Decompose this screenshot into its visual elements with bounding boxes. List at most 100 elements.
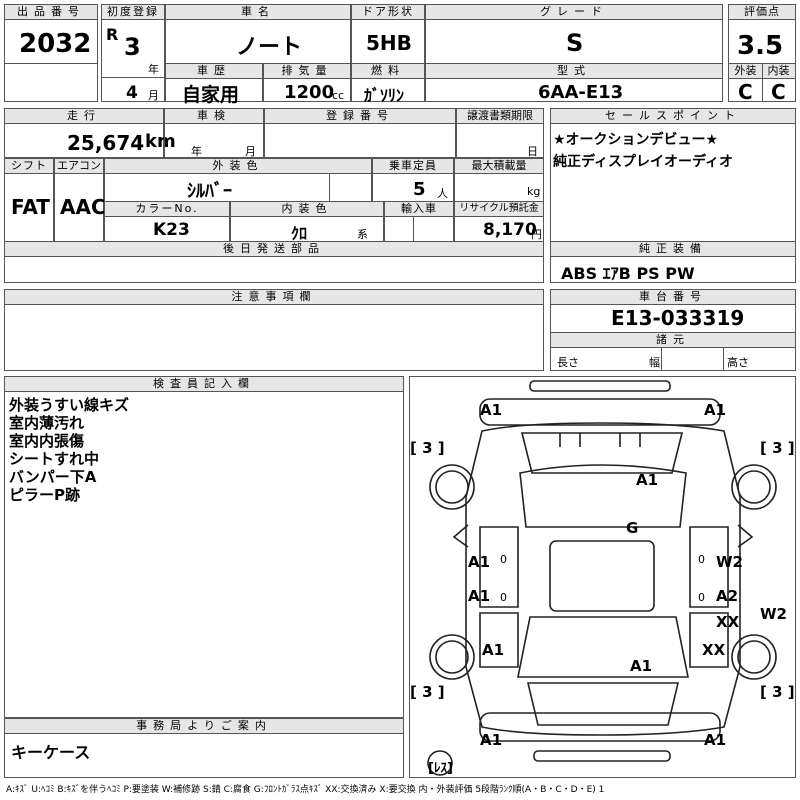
spare-tire-label: [ﾚｽ]: [428, 761, 453, 776]
displacement-label: 排気量: [264, 64, 350, 79]
month-unit: 月: [148, 89, 159, 102]
history-value: 自家用: [182, 84, 240, 106]
insp-month-unit: 月: [245, 145, 256, 158]
mark-rear-bumper-left: A1: [480, 731, 503, 749]
fuel-value: ｶﾞｿﾘﾝ: [364, 86, 405, 105]
chassis-number: E13-033319: [611, 306, 745, 330]
selling-line-1: ★オークションデビュー★: [553, 132, 719, 148]
recycle-label: リサイクル預託金: [455, 202, 543, 217]
int-color-label: 内装色: [231, 202, 383, 217]
score-value: 3.5: [737, 31, 784, 61]
later-parts-cell: 後日発送部品: [4, 241, 544, 283]
color-no-cell: カラーNo. K23: [104, 201, 230, 242]
history-cell: 車歴 自家用: [165, 63, 263, 106]
mark-windshield: G: [626, 519, 639, 537]
fuel-label: 燃料: [352, 64, 424, 79]
mileage-cell: 走行 25,674 km: [4, 108, 176, 158]
grade-cell: グレード S: [425, 4, 723, 64]
reg-month: 4: [126, 83, 138, 103]
door-label: ドア形状: [352, 5, 424, 20]
inspection-cell: 車検 年 月: [164, 108, 264, 158]
mark-right-pillar: W2: [760, 605, 787, 623]
car-diagram: [ 3 ] [ 3 ] [ 3 ] [ 3 ] A1 A1 A1 G A1 W2…: [409, 376, 796, 778]
int-color-value: ｸﾛ: [291, 224, 308, 243]
office-info-cell: 事務局よりご案内 キーケース: [4, 718, 404, 778]
spec-label: 諸元: [551, 332, 795, 348]
zero-mark-4: 0: [698, 591, 705, 604]
model-value: 6AA-E13: [538, 82, 624, 103]
fuel-cell: 燃料 ｶﾞｿﾘﾝ: [351, 63, 425, 105]
equipment-value: ABS ｴｱB PS PW: [561, 264, 695, 283]
inspection-label: 車検: [165, 109, 263, 124]
displacement-value: 1200: [284, 82, 335, 103]
lot-cell: 出品番号 2032: [4, 4, 98, 102]
later-parts-label: 後日発送部品: [5, 242, 543, 257]
cc-unit: cc: [332, 89, 345, 102]
aircon-label: エアコン: [55, 159, 103, 174]
mark-hood: A1: [636, 471, 659, 489]
ext-color-label: 外装色: [105, 159, 371, 174]
recycle-value: 8,170: [483, 220, 537, 240]
ext-color-cell: 外装色 ｼﾙﾊﾞｰ: [104, 158, 372, 202]
car-name: ノート: [236, 35, 303, 60]
car-name-label: 車名: [166, 5, 350, 20]
color-no-label: カラーNo.: [105, 202, 229, 217]
shift-value: FAT: [11, 195, 50, 219]
capacity-label: 乗車定員: [373, 159, 453, 174]
mark-rear-bumper-right: A1: [704, 731, 727, 749]
caution-cell: 注意事項欄: [4, 289, 544, 371]
grade-label: グレード: [426, 5, 722, 20]
model-label: 型式: [426, 64, 722, 79]
note-line-6: ピラーP跡: [9, 486, 80, 504]
int-color-unit: 系: [357, 228, 368, 241]
note-line-5: バンパー下A: [9, 468, 97, 486]
yen-unit: 円: [531, 228, 542, 241]
selling-label: セールスポイント: [551, 109, 795, 124]
equipment-cell: 純正装備 ABS ｴｱB PS PW: [550, 241, 796, 283]
note-line-2: 室内薄汚れ: [9, 414, 85, 432]
zero-mark-1: 0: [500, 553, 507, 566]
car-outline-svg: [427, 380, 777, 776]
height-label: 高さ: [727, 356, 749, 369]
mileage-value: 25,674: [67, 131, 145, 155]
ext-label: 外装: [729, 64, 762, 79]
door-cell: ドア形状 5HB: [351, 4, 425, 64]
selling-points-cell: セールスポイント ★オークションデビュー★ 純正ディスプレイオーディオ: [550, 108, 796, 242]
first-registration-cell: 初度登録 R 3 年 4 月: [101, 4, 165, 103]
door-type: 5HB: [366, 31, 412, 55]
chassis-label: 車台番号: [551, 290, 795, 305]
shift-cell: シフト FAT: [4, 158, 54, 242]
ext-color-value: ｼﾙﾊﾞｰ: [187, 181, 232, 202]
model-cell: 型式 6AA-E13: [425, 63, 723, 103]
tire-front-right: [ 3 ]: [760, 439, 795, 457]
insp-year-unit: 年: [191, 145, 202, 158]
color-no-value: K23: [153, 220, 190, 240]
import-cell: 輸入車: [384, 201, 454, 242]
equipment-label: 純正装備: [551, 242, 795, 257]
zero-mark-2: 0: [500, 591, 507, 604]
mark-rear-quarter-left: A1: [482, 641, 505, 659]
mark-front-door-right: W2: [716, 553, 743, 571]
import-label: 輸入車: [385, 202, 453, 217]
first-reg-label: 初度登録: [102, 5, 164, 20]
office-value: キーケース: [11, 743, 91, 762]
length-label: 長さ: [557, 356, 579, 369]
car-name-cell: 車名 ノート: [165, 4, 351, 64]
inspector-label: 検査員記入欄: [5, 377, 403, 392]
tire-rear-left: [ 3 ]: [410, 683, 445, 701]
mark-front-bumper-left: A1: [480, 401, 503, 419]
note-line-4: シートすれ中: [9, 450, 100, 468]
reg-year: 3: [124, 33, 141, 61]
reg-no-label: 登録番号: [265, 109, 455, 124]
kg-unit: kg: [527, 185, 541, 198]
aircon-value: AAC: [60, 195, 106, 219]
office-label: 事務局よりご案内: [5, 719, 403, 734]
legend-text: A:ｷｽﾞ U:ﾍｺﾐ B:ｷｽﾞを伴うﾍｺﾐ P:要塗装 W:補修跡 S:錆 …: [6, 785, 605, 795]
mark-rear-quarter-right: XX: [702, 641, 726, 659]
grade-value: S: [566, 29, 584, 57]
era: R: [106, 25, 119, 44]
inspector-notes-cell: 検査員記入欄 外装うすい線キズ 室内薄汚れ 室内内張傷 シートすれ中 バンパー下…: [4, 376, 404, 718]
shift-label: シフト: [5, 159, 53, 174]
note-line-3: 室内内張傷: [9, 432, 85, 450]
score-cell: 評価点 3.5 外装 内装 C C: [728, 4, 796, 104]
